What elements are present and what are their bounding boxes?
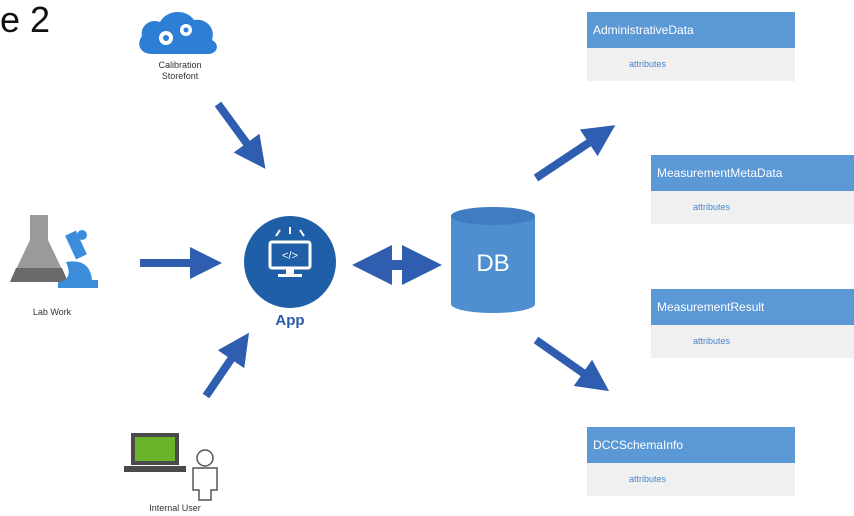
entity-header: MeasurementMetaData [651,155,854,191]
entity-administrative-data: AdministrativeData attributes [587,12,795,81]
entity-attributes: attributes [587,463,795,496]
calibration-label-line2: Storefont [161,71,199,81]
arrow-db-to-top [533,125,616,182]
calibration-label-line1: Calibration [158,60,202,70]
internal-user-label: Internal User [149,503,201,513]
entity-header: MeasurementResult [651,289,854,325]
database-icon [451,207,535,313]
arrow-user-to-app [202,332,249,399]
entity-measurement-meta-data: MeasurementMetaData attributes [651,155,854,224]
lab-flask-icon [10,215,68,282]
lab-work-label: Lab Work [32,307,72,317]
microscope-icon [58,230,98,288]
app-icon: </> [244,216,336,308]
app-label: App [275,312,305,329]
arrow-db-to-bottom [533,336,610,392]
cloud-gear-icon [139,11,217,54]
entity-attributes: attributes [651,191,854,224]
svg-text:</>: </> [282,250,298,262]
entity-header: DCCSchemaInfo [587,427,795,463]
entity-measurement-result: MeasurementResult attributes [651,289,854,358]
calibration-label: Calibration Storefont [140,60,220,82]
laptop-user-icon [124,433,218,501]
entity-attributes: attributes [587,48,795,81]
entity-attributes: attributes [651,325,854,358]
entity-dcc-schema-info: DCCSchemaInfo attributes [587,427,795,496]
entity-header: AdministrativeData [587,12,795,48]
diagram-title: e 2 [0,0,51,40]
arrow-calibration-to-app [214,101,266,169]
db-label: DB [476,250,510,277]
